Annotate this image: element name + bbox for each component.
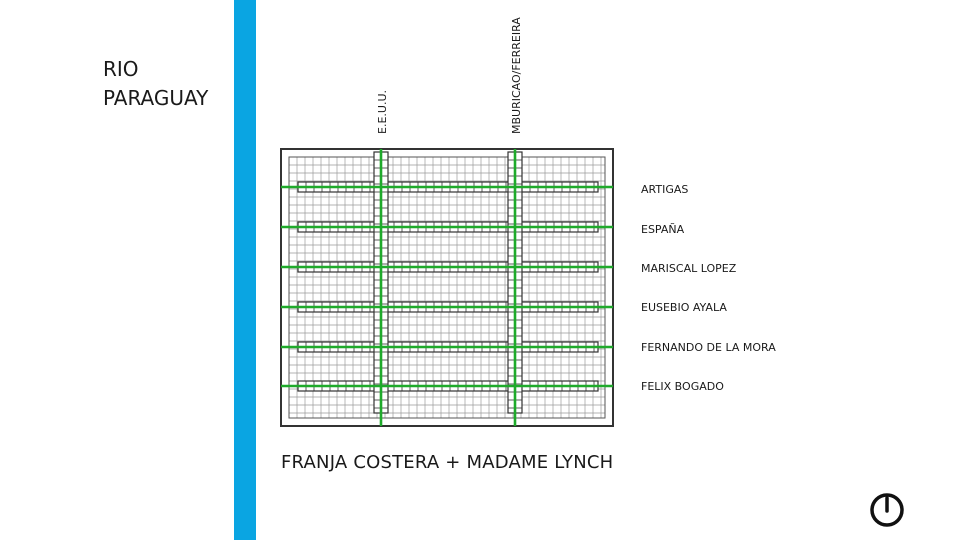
grid-inner-frame [288, 156, 606, 419]
power-icon[interactable] [869, 492, 905, 528]
green-streets [281, 149, 613, 426]
diagram-caption: FRANJA COSTERA + MADAME LYNCH [281, 452, 614, 473]
block-grid [288, 156, 605, 418]
vertical-street-label-mburicao: MBURICAO/FERREIRA [510, 17, 523, 134]
river-band [234, 0, 256, 540]
river-label: RIO PARAGUAY [103, 55, 208, 113]
grid-outer-frame [280, 148, 614, 427]
street-label-mariscal-lopez: MARISCAL LOPEZ [641, 262, 737, 275]
street-label-espana: ESPAÑA [641, 223, 685, 236]
street-label-artigas: ARTIGAS [641, 183, 688, 196]
street-label-felix-bogado: FELIX BOGADO [641, 380, 724, 393]
street-label-fernando-de-la-mora: FERNANDO DE LA MORA [641, 341, 776, 354]
vertical-street-label-eeuu: E.E.U.U. [376, 90, 389, 134]
river-label-line1: RIO [103, 57, 139, 81]
river-label-line2: PARAGUAY [103, 86, 209, 110]
street-label-eusebio-ayala: EUSEBIO AYALA [641, 301, 727, 314]
